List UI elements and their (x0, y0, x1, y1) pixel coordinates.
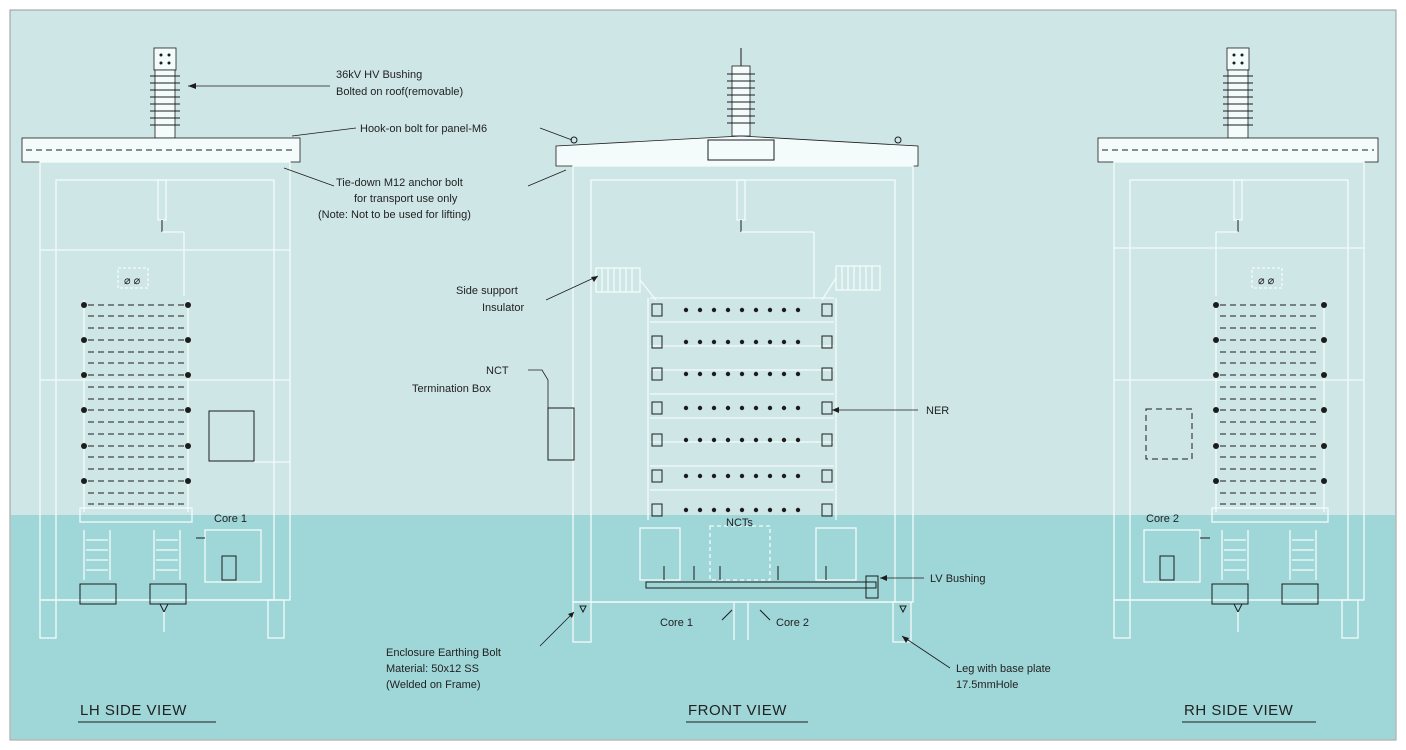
front-view-title: FRONT VIEW (688, 702, 787, 719)
callout-nct-box: NCT Termination Box (412, 365, 549, 408)
callout-earthing-bolt: Enclosure Earthing Bolt Material: 50x12 … (386, 611, 575, 691)
svg-text:⌀ ⌀: ⌀ ⌀ (124, 275, 141, 287)
svg-text:(Note: Not to be used for lift: (Note: Not to be used for lifting) (318, 209, 471, 221)
svg-text:Insulator: Insulator (482, 302, 525, 314)
front-ncts-label: NCTs (726, 517, 753, 529)
svg-text:for transport use only: for transport use only (354, 193, 458, 205)
lh-core-label: Core 1 (214, 513, 247, 525)
rh-resistor-stack: ⌀ ⌀ (1211, 267, 1329, 523)
svg-text:36kV HV Bushing: 36kV HV Bushing (336, 69, 422, 81)
svg-text:Material: 50x12 SS: Material: 50x12 SS (386, 663, 479, 675)
front-roof (555, 135, 919, 167)
callout-lv-bushing: LV Bushing (880, 573, 985, 585)
svg-text:LV Bushing: LV Bushing (930, 573, 985, 585)
lh-nct-box (208, 410, 255, 462)
svg-text:Tie-down M12 anchor bolt: Tie-down M12 anchor bolt (336, 177, 463, 189)
svg-text:⌀ ⌀: ⌀ ⌀ (1258, 275, 1275, 287)
rh-nct-box-hidden (1145, 408, 1193, 460)
callout-hv-bushing: 36kV HV Bushing Bolted on roof(removable… (188, 69, 463, 98)
front-nct-box (547, 407, 575, 461)
svg-text:Hook-on bolt for panel-M6: Hook-on bolt for panel-M6 (360, 123, 487, 135)
rh-side-view: ⌀ ⌀ Core 2 RH SIDE VIEW (1097, 47, 1379, 723)
lh-view-title: LH SIDE VIEW (80, 702, 187, 719)
svg-text:NER: NER (926, 405, 949, 417)
callout-side-insulator: Side support Insulator (456, 275, 599, 314)
front-core1-label: Core 1 (660, 617, 693, 629)
callout-leg-plate: Leg with base plate 17.5mmHole (901, 635, 1051, 691)
svg-text:Side support: Side support (456, 285, 518, 297)
lh-resistor-stack: ⌀ ⌀ (79, 267, 193, 523)
rh-view-title: RH SIDE VIEW (1184, 702, 1294, 719)
svg-text:Leg with base plate: Leg with base plate (956, 663, 1051, 675)
rh-core-label: Core 2 (1146, 513, 1179, 525)
callout-hook-bolt: Hook-on bolt for panel-M6 (291, 123, 573, 141)
svg-text:NCT: NCT (486, 365, 509, 377)
svg-text:Bolted on roof(removable): Bolted on roof(removable) (336, 86, 463, 98)
front-view: NCTs Core 1 Core 2 FRONT VIEW (547, 48, 919, 723)
lower-band (11, 515, 1395, 739)
front-ner-stack (647, 297, 837, 520)
callout-tie-down: Tie-down M12 anchor bolt for transport u… (283, 167, 567, 221)
svg-text:Termination Box: Termination Box (412, 383, 491, 395)
lh-side-view: ⌀ ⌀ Core 1 LH SIDE VIEW (21, 47, 301, 723)
svg-text:Enclosure Earthing Bolt: Enclosure Earthing Bolt (386, 647, 501, 659)
svg-text:(Welded on Frame): (Welded on Frame) (386, 679, 481, 691)
svg-text:17.5mmHole: 17.5mmHole (956, 679, 1018, 691)
callout-ner: NER (832, 405, 949, 417)
front-core2-label: Core 2 (776, 617, 809, 629)
